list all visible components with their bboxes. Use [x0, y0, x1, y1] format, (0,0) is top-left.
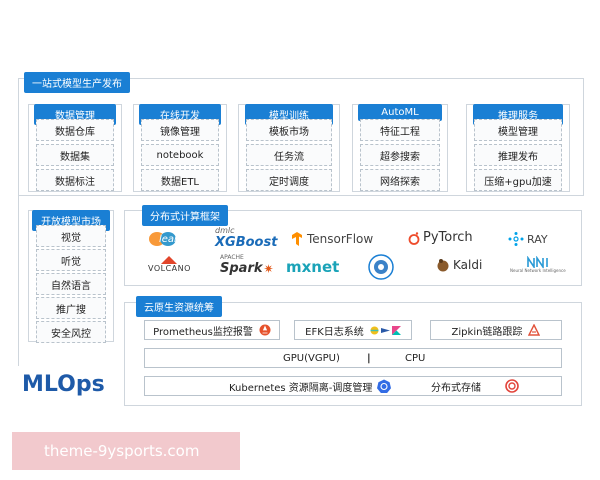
- ray-icon: [508, 232, 524, 246]
- item-inference-publish[interactable]: 推理发布: [474, 144, 562, 166]
- elasticsearch-icon: [370, 326, 379, 334]
- tensorflow-label: TensorFlow: [307, 232, 374, 246]
- cloud-title: 云原生资源统筹: [136, 296, 222, 317]
- item-data-labeling[interactable]: 数据标注: [36, 169, 114, 191]
- storage-icon: [505, 379, 519, 393]
- kaldi-icon: [437, 259, 449, 272]
- gpu-label[interactable]: GPU(VGPU): [283, 352, 340, 364]
- watermark-text: theme-9ysports.com: [44, 442, 200, 460]
- top-section-title: 一站式模型生产发布: [24, 72, 130, 93]
- column-model-training: 模型训练 模板市场 任务流 定时调度: [238, 104, 340, 192]
- item-data-etl[interactable]: 数据ETL: [141, 169, 219, 191]
- watermark-banner: theme-9ysports.com: [12, 432, 240, 470]
- efk-bar[interactable]: EFK日志系统: [294, 320, 412, 340]
- efk-label: EFK日志系统: [305, 326, 364, 338]
- item-security-risk[interactable]: 安全风控: [36, 321, 106, 343]
- distributed-frame: [124, 210, 582, 286]
- mxnet-label: mxnet: [286, 258, 340, 276]
- item-network-search[interactable]: 网络探索: [360, 169, 440, 191]
- item-data-warehouse[interactable]: 数据仓库: [36, 119, 114, 141]
- item-nlp[interactable]: 自然语言: [36, 273, 106, 295]
- storage-label[interactable]: 分布式存储: [431, 382, 481, 394]
- item-dataset[interactable]: 数据集: [36, 144, 114, 166]
- nni-icon: [527, 256, 548, 268]
- spark-top-label: APACHE: [220, 254, 244, 261]
- k8s-label[interactable]: Kubernetes 资源隔离-调度管理: [229, 382, 373, 394]
- kubeflow-icon: [368, 254, 394, 280]
- column-head: AutoML: [358, 104, 442, 121]
- item-image-management[interactable]: 镜像管理: [141, 119, 219, 141]
- volcano-label: VOLCANO: [148, 264, 191, 273]
- zipkin-label: Zipkin链路跟踪: [451, 326, 523, 338]
- prometheus-label: Prometheus监控报警: [153, 326, 253, 338]
- k8s-bar: Kubernetes 资源隔离-调度管理 分布式存储: [144, 376, 562, 396]
- compute-bar: GPU(VGPU) | CPU: [144, 348, 562, 368]
- item-vision[interactable]: 视觉: [36, 225, 106, 247]
- zipkin-bar[interactable]: Zipkin链路跟踪: [430, 320, 562, 340]
- top-section-frame: [18, 78, 584, 196]
- pytorch-logo: PyTorch: [408, 230, 473, 245]
- column-inference: 推理服务 模型管理 推理发布 压缩+gpu加速: [466, 104, 570, 192]
- spark-logo: APACHE Spark ✷: [220, 254, 274, 276]
- prometheus-bar[interactable]: Prometheus监控报警: [144, 320, 280, 340]
- column-data-management: 数据管理 数据仓库 数据集 数据标注: [28, 104, 122, 192]
- nni-sub-label: Neural Network Intelligence: [510, 268, 566, 273]
- column-online-dev: 在线开发 镜像管理 notebook 数据ETL: [133, 104, 227, 192]
- tensorflow-icon: [292, 232, 302, 246]
- nni-logo: Neural Network Intelligence: [510, 256, 566, 273]
- sklearn-logo: learn: [148, 230, 185, 248]
- xgboost-top-label: dmlc: [215, 226, 235, 235]
- sklearn-label: learn: [159, 233, 185, 245]
- tensorflow-logo: TensorFlow: [290, 232, 373, 246]
- volcano-logo: VOLCANO: [148, 256, 191, 273]
- spark-text: Spark: [220, 261, 263, 276]
- item-notebook[interactable]: notebook: [141, 144, 219, 166]
- mxnet-logo: mxnet: [286, 258, 339, 276]
- item-scheduled[interactable]: 定时调度: [246, 169, 332, 191]
- connector-line: [18, 196, 19, 366]
- pytorch-icon: [408, 231, 420, 245]
- volcano-icon: [161, 256, 178, 264]
- zipkin-icon: [528, 324, 541, 336]
- prometheus-icon: [259, 324, 271, 336]
- column-model-market: 开放模型市场 视觉 听觉 自然语言 推广搜 安全风控: [28, 210, 114, 343]
- ray-logo: RAY: [508, 232, 548, 246]
- item-task-flow[interactable]: 任务流: [246, 144, 332, 166]
- item-audio[interactable]: 听觉: [36, 249, 106, 271]
- cloud-frame: [124, 302, 582, 406]
- item-recommendation[interactable]: 推广搜: [36, 297, 106, 319]
- fluentd-icon: [380, 327, 390, 333]
- column-automl: AutoML 特征工程 超参搜索 网络探索: [352, 104, 448, 192]
- spark-label: Spark ✷: [220, 261, 274, 276]
- sklearn-icon: [149, 232, 176, 246]
- kubeflow-logo: [368, 254, 394, 280]
- efk-icons: [370, 325, 401, 335]
- cpu-label[interactable]: CPU: [405, 352, 426, 364]
- distributed-title: 分布式计算框架: [142, 205, 228, 226]
- mlops-brand: MLOps: [22, 372, 105, 397]
- item-template-market[interactable]: 模板市场: [246, 119, 332, 141]
- kibana-icon: [391, 325, 401, 335]
- kaldi-label: Kaldi: [453, 258, 483, 272]
- item-model-management[interactable]: 模型管理: [474, 119, 562, 141]
- compute-separator: |: [367, 352, 371, 364]
- ray-label: RAY: [527, 232, 548, 246]
- item-feature-engineering[interactable]: 特征工程: [360, 119, 440, 141]
- spark-star-icon: ✷: [263, 261, 274, 276]
- item-hyperparam-search[interactable]: 超参搜索: [360, 144, 440, 166]
- pytorch-label: PyTorch: [423, 230, 473, 245]
- xgboost-label: XGBoost: [215, 235, 278, 250]
- kubernetes-icon: [377, 379, 391, 393]
- item-compression-gpu[interactable]: 压缩+gpu加速: [474, 169, 562, 191]
- kaldi-logo: Kaldi: [436, 258, 482, 272]
- xgboost-logo: dmlc XGBoost: [215, 226, 277, 250]
